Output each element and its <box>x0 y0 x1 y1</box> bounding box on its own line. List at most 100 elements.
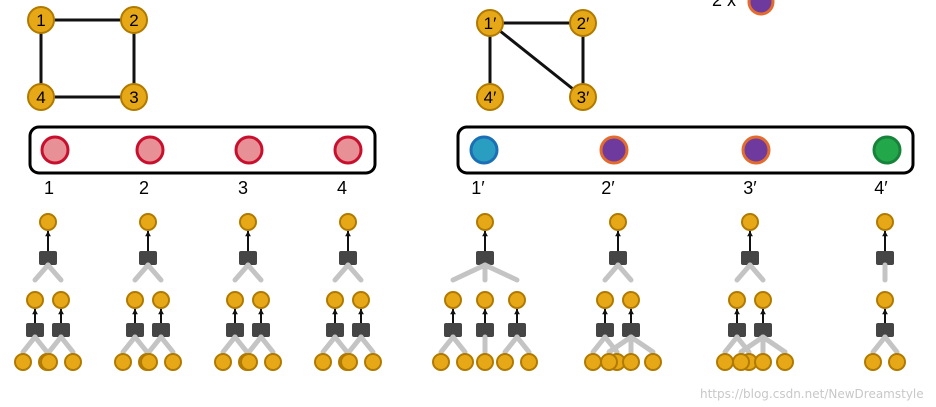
aggregator-box <box>609 251 627 265</box>
input-wire <box>145 262 164 283</box>
aggregator-box <box>444 323 462 337</box>
color-dot-red <box>234 135 264 165</box>
color-dot-purple <box>741 135 771 165</box>
color-dot-red <box>333 135 363 165</box>
tree-node <box>126 291 144 309</box>
aggregator-box <box>152 323 170 337</box>
tree-node <box>508 291 526 309</box>
input-wire <box>32 334 50 355</box>
input-wire <box>120 334 138 355</box>
arrow-head <box>482 309 488 315</box>
coloring-box-left <box>28 125 377 175</box>
tree-node <box>444 291 462 309</box>
input-wire <box>628 334 656 355</box>
aggregator-box <box>126 323 144 337</box>
aggregator-box <box>39 251 57 265</box>
aggregator-box <box>252 323 270 337</box>
input-wire <box>450 334 468 355</box>
tree-node <box>741 213 759 231</box>
arrow-head <box>345 231 351 237</box>
arrow-head <box>882 309 888 315</box>
input-wire <box>46 334 64 355</box>
coloring-label: 4 <box>337 178 347 198</box>
input-wire <box>345 262 364 283</box>
input-wire <box>132 334 150 355</box>
tree-node <box>39 213 57 231</box>
tree-node <box>340 353 358 371</box>
coloring-label: 1 <box>44 178 54 198</box>
aggregator-box <box>52 323 70 337</box>
tree-node <box>476 213 494 231</box>
arrow-head <box>232 309 238 315</box>
aggregator-box <box>622 323 640 337</box>
coloring-label: 3 <box>238 178 248 198</box>
color-dot-blue <box>469 135 499 165</box>
input-wire <box>220 334 238 355</box>
tree-node <box>139 213 157 231</box>
tree-node <box>622 291 640 309</box>
tree-node <box>596 291 614 309</box>
aggregator-box <box>876 323 894 337</box>
tree-node <box>252 291 270 309</box>
aggregator-box <box>226 323 244 337</box>
input-wire <box>615 262 634 283</box>
node-circle <box>569 83 597 111</box>
tree-node <box>876 213 894 231</box>
input-wire <box>502 334 520 355</box>
node-label: 2 <box>129 11 138 30</box>
arrow-head <box>760 309 766 315</box>
input-wire <box>45 262 64 283</box>
input-wire <box>747 262 766 283</box>
graph-node-left-1: 1 <box>27 6 55 34</box>
tree-node <box>584 353 602 371</box>
aggregator-box <box>876 251 894 265</box>
computation-tree-left-2 <box>114 213 182 371</box>
tree-node <box>352 291 370 309</box>
input-wire <box>232 334 250 355</box>
tree-node <box>214 353 232 371</box>
coloring-label: 4′ <box>874 178 888 198</box>
aggregator-box <box>508 323 526 337</box>
tree-node <box>40 353 58 371</box>
graph-node-left-3: 3 <box>120 83 148 111</box>
tree-node <box>64 353 82 371</box>
input-wire <box>450 262 488 283</box>
color-dots <box>40 135 902 165</box>
tree-node <box>164 353 182 371</box>
coloring-label: 3′ <box>743 178 757 198</box>
legend-purple-dot <box>747 0 775 16</box>
node-label: 1′ <box>484 14 497 33</box>
arrow-head <box>332 309 338 315</box>
arrow-head <box>132 309 138 315</box>
arrow-head <box>258 309 264 315</box>
computation-tree-left-4 <box>314 213 382 371</box>
aggregator-box <box>741 251 759 265</box>
tree-node <box>476 353 494 371</box>
input-wire <box>246 334 264 355</box>
tree-node <box>456 353 474 371</box>
arrow-head <box>45 231 51 237</box>
tree-node <box>609 213 627 231</box>
node-circle <box>476 83 504 111</box>
input-wire <box>358 334 376 355</box>
input-wire <box>58 334 76 355</box>
arrow-head <box>58 309 64 315</box>
node-label: 2′ <box>577 14 590 33</box>
tree-node <box>240 353 258 371</box>
node-circle <box>27 83 55 111</box>
arrow-head <box>734 309 740 315</box>
color-dot-red <box>40 135 70 165</box>
arrow-head <box>245 231 251 237</box>
tree-node <box>754 291 772 309</box>
arrow-head <box>602 309 608 315</box>
computation-tree-left-1 <box>14 213 82 371</box>
tree-node <box>520 353 538 371</box>
tree-node <box>644 353 662 371</box>
input-wire <box>320 334 338 355</box>
aggregator-box <box>139 251 157 265</box>
input-wire <box>32 262 51 283</box>
graph-node-right-4: 4′ <box>476 83 504 111</box>
coloring-box-right <box>456 125 915 175</box>
input-wire <box>602 262 621 283</box>
